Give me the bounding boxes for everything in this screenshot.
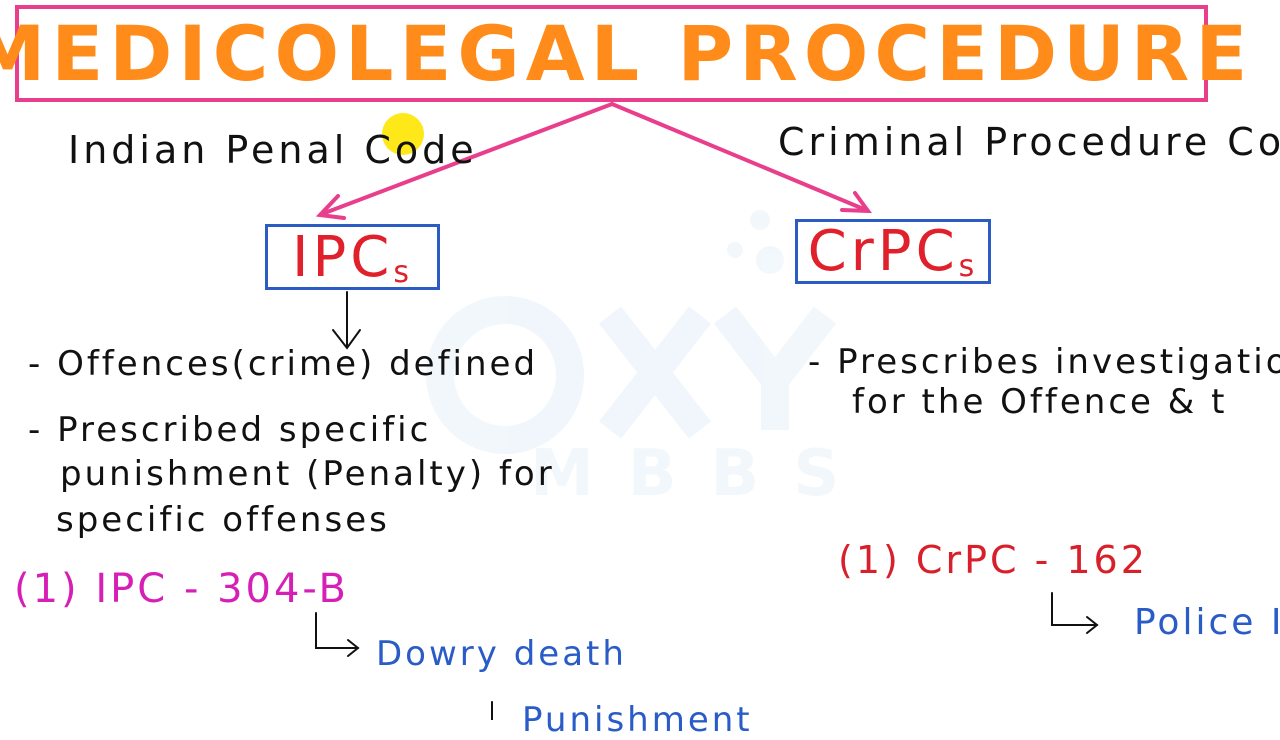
crpc-box-label: CrPCs: [807, 219, 979, 284]
crpc-bullet-2: for the Offence & t: [852, 382, 1228, 422]
ipc-bullet-2: - Prescribed specific: [28, 410, 432, 450]
arrowhead-ipc: [315, 194, 346, 220]
ipc-bullet-3: punishment (Penalty) for: [60, 454, 555, 494]
arrowhead-dowry: [347, 639, 360, 657]
arrowhead-down-ipc: [332, 329, 361, 350]
title-box: MEDICOLEGAL PROCEDURE: [0, 5, 1247, 102]
page-title: MEDICOLEGAL PROCEDURE: [0, 9, 1254, 98]
arrow-dowry: [315, 612, 359, 649]
watermark-text: MBBS: [530, 437, 873, 511]
crpc-example-desc: Police I: [1134, 602, 1280, 643]
crpc-heading: Criminal Procedure Code: [778, 120, 1280, 164]
ipc-box-label: IPCs: [291, 224, 414, 290]
ipc-bullet-1: - Offences(crime) defined: [28, 344, 539, 384]
ipc-heading: Indian Penal Code: [68, 128, 478, 172]
crpc-box: CrPCs: [795, 219, 991, 284]
ipc-bullet-4: specific offenses: [56, 500, 390, 540]
ipc-example-next: Punishment: [522, 700, 753, 740]
crpc-bullet-1: - Prescribes investigatio: [808, 342, 1280, 382]
ipc-box: IPCs: [265, 224, 440, 290]
arrow-to-ipc: [320, 102, 614, 216]
ipc-example: (1) IPC - 304-B: [14, 566, 349, 612]
watermark-logo: MBBS: [426, 210, 873, 511]
arrow-police: [1051, 592, 1098, 626]
arrowhead-police: [1086, 616, 1099, 634]
arrow-to-crpc: [610, 102, 868, 212]
ipc-example-desc: Dowry death: [376, 634, 627, 674]
pointer-highlight: [382, 113, 424, 155]
crpc-example: (1) CrPC - 162: [838, 538, 1148, 582]
diagram-arrows: [315, 102, 1099, 720]
arrowhead-crpc: [840, 191, 873, 214]
